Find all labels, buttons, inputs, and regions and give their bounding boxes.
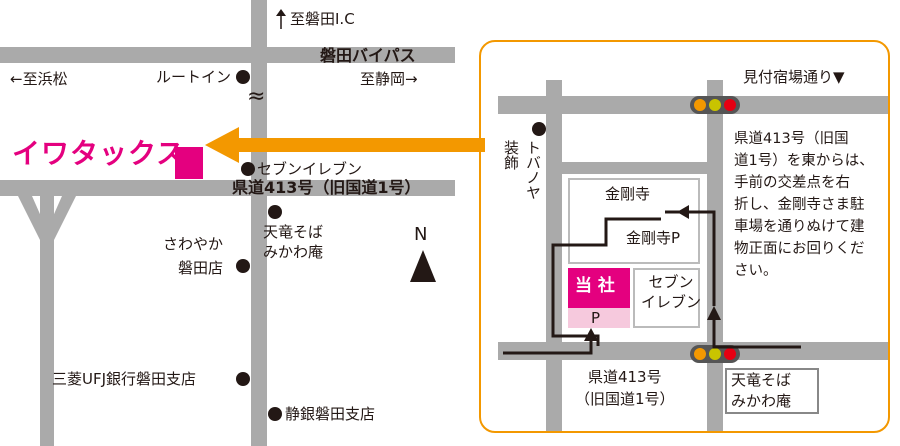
inset-road-side xyxy=(562,162,707,174)
traffic-light-icon xyxy=(690,96,740,114)
seven-eleven-block xyxy=(633,268,700,328)
sawayaka-label: さわやか 磐田店 xyxy=(163,235,224,277)
left-direction-label: ←至浜松 xyxy=(10,70,68,88)
soshoku-label: 装飾 xyxy=(502,140,520,170)
road-break-symbol: ≈ xyxy=(247,84,266,109)
route-inn-label: ルートイン xyxy=(156,68,232,86)
kongoji-block xyxy=(568,178,700,264)
directions-text: 県道413号（旧国 道1号）を東からは、 手前の交差点を右 折し、金剛寺さま駐 … xyxy=(734,131,874,279)
traffic-light-icon xyxy=(690,345,740,363)
our-company-label: 当 社 xyxy=(575,276,615,296)
shizugin-marker xyxy=(268,407,282,421)
tenryu-soba-marker xyxy=(268,205,282,219)
road-left-vertical xyxy=(40,196,54,446)
right-direction-label: 至静岡→ xyxy=(360,70,418,88)
sawayaka-marker xyxy=(236,259,250,273)
company-building-marker xyxy=(175,147,203,179)
company-name: イワタックス xyxy=(12,137,186,170)
road-y-junction xyxy=(18,196,76,240)
mitsuke-street-label: 見付宿場通り▼ xyxy=(743,68,845,86)
seven-eleven-label: セブンイレブン xyxy=(257,160,363,178)
prefectural-road-label: 県道413号（旧国道1号） xyxy=(232,178,421,197)
road-bypass xyxy=(0,47,455,63)
tobanoya-label: トバノヤ xyxy=(524,140,542,200)
compass-arrow-icon xyxy=(410,250,436,282)
route-inn-marker xyxy=(236,70,250,84)
inset-tenryu-soba-label: 天竜そば みかわ庵 xyxy=(731,371,792,410)
inset-prefectural-road-label: 県道413号 （旧国道1号） xyxy=(575,368,675,408)
arrow-up-icon xyxy=(276,9,286,29)
seven-eleven-marker xyxy=(241,162,255,176)
bypass-label: 磐田バイパス xyxy=(320,46,416,65)
road-prefectural xyxy=(0,180,455,196)
compass-label: N xyxy=(414,224,428,245)
tobanoya-marker xyxy=(532,122,546,136)
mufg-marker xyxy=(236,372,250,386)
pointer-arrow-icon xyxy=(205,127,485,163)
our-company-block xyxy=(568,268,630,308)
seven-eleven-label: セブン イレブン xyxy=(641,273,702,311)
tenryu-soba-label: 天竜そば みかわ庵 xyxy=(263,223,324,261)
parking-label: P xyxy=(591,309,601,327)
mufg-label: 三菱UFJ銀行磐田支店 xyxy=(52,370,197,388)
shizugin-label: 静銀磐田支店 xyxy=(285,405,376,423)
road-vertical-main xyxy=(251,0,267,446)
parking-block xyxy=(568,308,630,328)
kongoji-label: 金剛寺 xyxy=(605,185,651,203)
kongoji-parking-label: 金剛寺P xyxy=(626,229,681,247)
north-ic-label: 至磐田I.C xyxy=(290,10,355,28)
tenryu-soba-block xyxy=(725,368,819,414)
route-path xyxy=(503,205,801,355)
inset-map: 見付宿場通り▼ トバノヤ 装飾 金剛寺 金剛寺P 当 社 P セブン イレブン … xyxy=(479,40,890,433)
